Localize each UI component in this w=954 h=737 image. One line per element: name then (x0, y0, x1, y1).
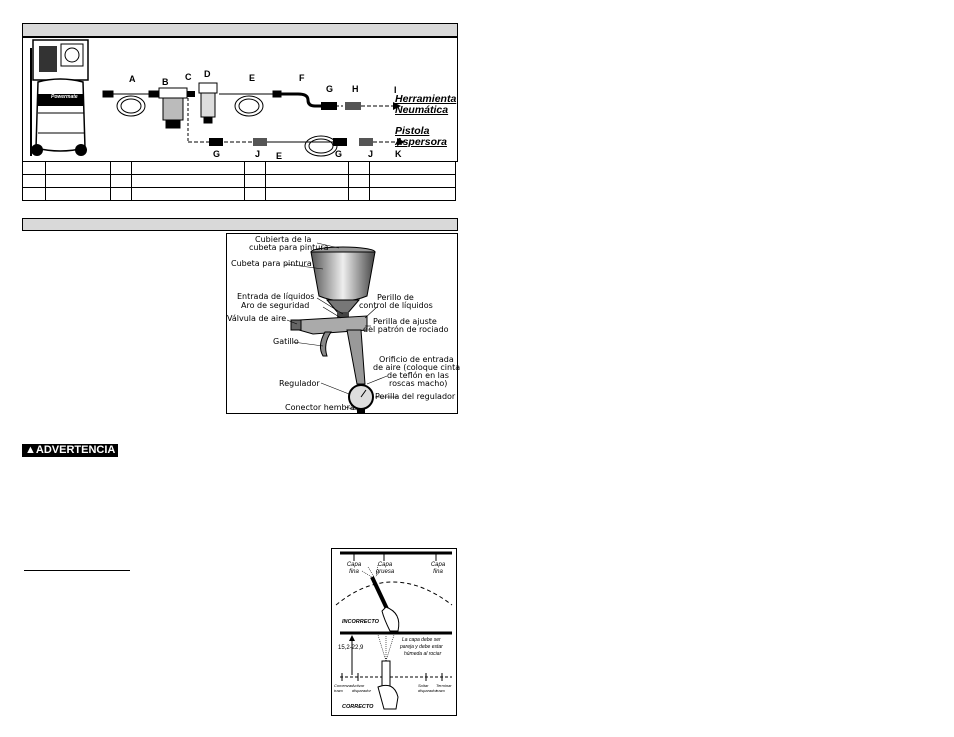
label-lid-1: Cubierta de la (255, 235, 312, 244)
label-cup: Cubeta para pintura (231, 259, 312, 268)
label-pattern-2: del patrón de rociado (363, 325, 449, 334)
connector-c-icon (187, 91, 195, 97)
note-line-3: húmeda al rociar (404, 651, 442, 657)
start-stroke-label: Comenzar trazo (334, 683, 353, 693)
label-lid-2: cubeta para pintura (249, 243, 329, 252)
pneumatic-tool-label: Herramienta Neumática (395, 94, 456, 116)
label-g3: G (335, 149, 343, 159)
label-e: E (249, 73, 256, 83)
air-valve-icon (290, 319, 302, 331)
label-f: F (299, 73, 305, 83)
label-h: H (352, 84, 359, 94)
label-air-inlet-3: de teflón en las (387, 371, 449, 380)
spray-gun-illustration (284, 242, 397, 413)
correct-label: CORRECTO (342, 704, 374, 710)
coupler-g-icon (321, 102, 337, 110)
label-k: K (395, 149, 402, 159)
hose-e-icon (219, 90, 282, 117)
label-b: B (162, 77, 169, 87)
label-female-connector: Conector hembra (285, 403, 355, 412)
lubricator-d-icon (198, 82, 218, 124)
spray-gun-label: Pistola Aspersora (395, 126, 447, 148)
handle-icon (346, 329, 366, 385)
warning-triangle-icon: ▲ (25, 444, 36, 456)
label-air-inlet-4: roscas macho) (389, 379, 448, 388)
distance-label: 15,2-22,9 (338, 645, 364, 651)
coupler-j-icon (253, 138, 267, 146)
correct-hand-icon (377, 660, 399, 710)
label-regulator: Regulador (279, 379, 320, 388)
brand-logo: Powermate (51, 94, 78, 100)
air-system-illustration (30, 39, 405, 157)
label-air-valve: Válvula de aire (227, 314, 287, 323)
label-g2: G (213, 149, 221, 159)
air-system-diagram: A B C D E F G H I G J E G J K Herramient… (22, 37, 458, 162)
paint-cup-icon (310, 251, 376, 302)
warning-label: ADVERTENCIA (35, 444, 116, 456)
section-underline (24, 570, 130, 571)
technique-illustration (335, 551, 453, 710)
label-g: G (326, 84, 334, 94)
label-fluid-knob-1: Perillo de (377, 293, 414, 302)
coupler-h-icon (345, 102, 361, 110)
spray-gun-line1: Pistola (395, 125, 430, 137)
label-air-inlet-1: Orificio de entrada (379, 355, 454, 364)
spray-gun-line2: Aspersora (395, 136, 447, 148)
section-header-bar-1 (22, 23, 458, 37)
coupler-g3-icon (333, 138, 347, 146)
thick-coat: Capa gruesa (375, 562, 395, 575)
compressor-icon (30, 39, 89, 156)
release-trigger-label: Soltar disparador (418, 683, 437, 693)
end-stroke-label: Terminar trazo (436, 683, 452, 693)
female-connector-icon (357, 408, 365, 413)
label-air-inlet-2: de aire (coloque cinta (373, 363, 461, 372)
hose-a-icon (102, 90, 160, 117)
label-fluid-inlet: Entrada de líquidos (237, 292, 315, 301)
note-line-1: La capa debe ser (402, 637, 441, 643)
label-j: J (255, 149, 261, 159)
label-fluid-knob-2: control de líquidos (359, 301, 433, 310)
press-trigger-label: Activar disparador (352, 683, 371, 693)
warning-badge: ▲ADVERTENCIA (22, 444, 119, 457)
label-trigger: Gatillo (273, 337, 299, 346)
coupler-j2-icon (359, 138, 373, 146)
trigger-icon (319, 331, 332, 357)
label-regulator-knob: Perilla del regulador (375, 392, 456, 401)
whip-hose-f-icon (281, 92, 323, 108)
thin-coat-right: Capa fina (430, 562, 446, 575)
label-d: D (204, 69, 211, 79)
thin-coat-left: Capa fina (346, 562, 362, 575)
label-pattern-1: Perilla de ajuste (373, 317, 437, 326)
label-e2: E (276, 151, 283, 161)
incorrect-label: INCORRECTO (342, 619, 379, 625)
parts-legend-table (22, 161, 456, 201)
label-safety-ring: Aro de seguridad (241, 301, 310, 310)
spray-technique-diagram: Capa fina Capa gruesa Capa fina INCORREC… (331, 548, 457, 716)
spray-gun-diagram: Cubierta de la cubeta para pintura Cubet… (226, 233, 461, 414)
filter-b-icon (158, 87, 188, 129)
coupler-g2-icon (209, 138, 223, 146)
pneumatic-tool-line2: Neumática (395, 104, 449, 116)
label-a: A (129, 74, 136, 84)
label-j2: J (368, 149, 374, 159)
pneumatic-tool-line1: Herramienta (395, 93, 457, 105)
label-c: C (185, 72, 192, 82)
section-header-bar-2 (22, 218, 458, 231)
incorrect-hand-icon (370, 576, 400, 632)
label-i: I (394, 85, 397, 95)
note-line-2: pareja y debe estar (400, 644, 443, 650)
